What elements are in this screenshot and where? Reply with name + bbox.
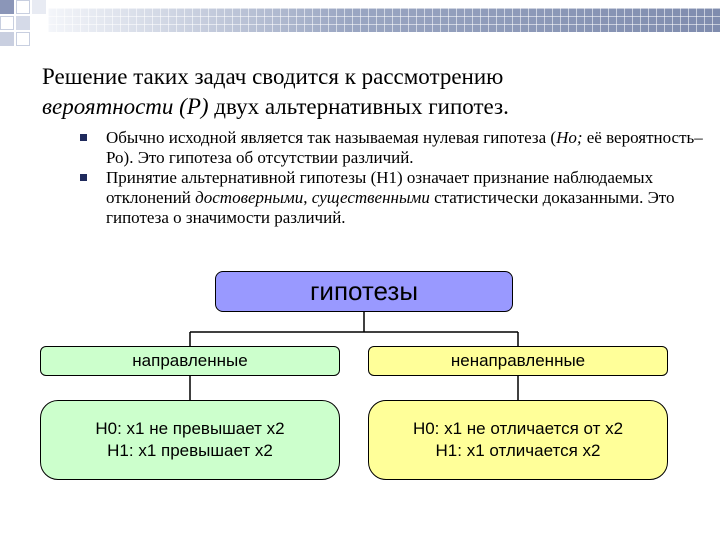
square-bullet-icon <box>80 174 87 181</box>
title-italic-part: вероятности (Р) <box>42 94 209 119</box>
deco-square <box>32 0 46 14</box>
nondirectional-h0: Н0: х1 не отличается от х2 <box>412 419 624 438</box>
bullet-item: Принятие альтернативной гипотезы (Н1) оз… <box>80 168 710 228</box>
title-line-1: Решение таких задач сводится к рассмотре… <box>42 64 504 89</box>
hypotheses-root-box: гипотезы <box>215 271 513 312</box>
bullet-list: Обычно исходной является так называемая … <box>80 128 710 228</box>
bullet-text: , <box>303 188 312 207</box>
bullet-text: Обычно исходной является так называемая … <box>106 128 557 147</box>
directional-hypotheses-box: Н0: х1 не превышает х2 Н1: х1 превышает … <box>40 400 340 480</box>
directional-box: направленные <box>40 346 340 376</box>
directional-h0: Н0: х1 не превышает х2 <box>95 419 285 438</box>
bullet-item: Обычно исходной является так называемая … <box>80 128 710 168</box>
gradient-bar-grid <box>48 8 720 32</box>
deco-square <box>16 0 30 14</box>
slide-title: Решение таких задач сводится к рассмотре… <box>42 62 702 122</box>
directional-h1: Н1: х1 превышает х2 <box>107 441 273 460</box>
deco-square <box>16 16 30 30</box>
bullet-text: её вероятность–Ро). Это гипотеза об отсу… <box>106 128 703 167</box>
nondirectional-hypotheses-box: Н0: х1 не отличается от х2 Н1: х1 отлича… <box>368 400 668 480</box>
deco-square <box>0 16 14 30</box>
deco-square <box>16 32 30 46</box>
title-rest: двух альтернативных гипотез. <box>208 94 509 119</box>
nondirectional-h1: Н1: х1 отличается х2 <box>435 441 601 460</box>
nondirectional-box: ненаправленные <box>368 346 668 376</box>
square-bullet-icon <box>80 134 87 141</box>
deco-square <box>0 0 14 14</box>
bullet-text: Принятие альтернативной гипотезы (Н1) оз… <box>106 168 654 207</box>
title-line-2: вероятности (Р) двух альтернативных гипо… <box>42 92 702 122</box>
bullet-text-italic: Но; <box>556 128 583 147</box>
bullet-text-italic: достоверными <box>195 188 304 207</box>
header-decoration <box>0 0 720 50</box>
bullet-text-italic: существенными <box>311 188 430 207</box>
deco-square <box>0 32 14 46</box>
bullet-text: статистически доказанными. Это гипотеза … <box>106 188 675 227</box>
